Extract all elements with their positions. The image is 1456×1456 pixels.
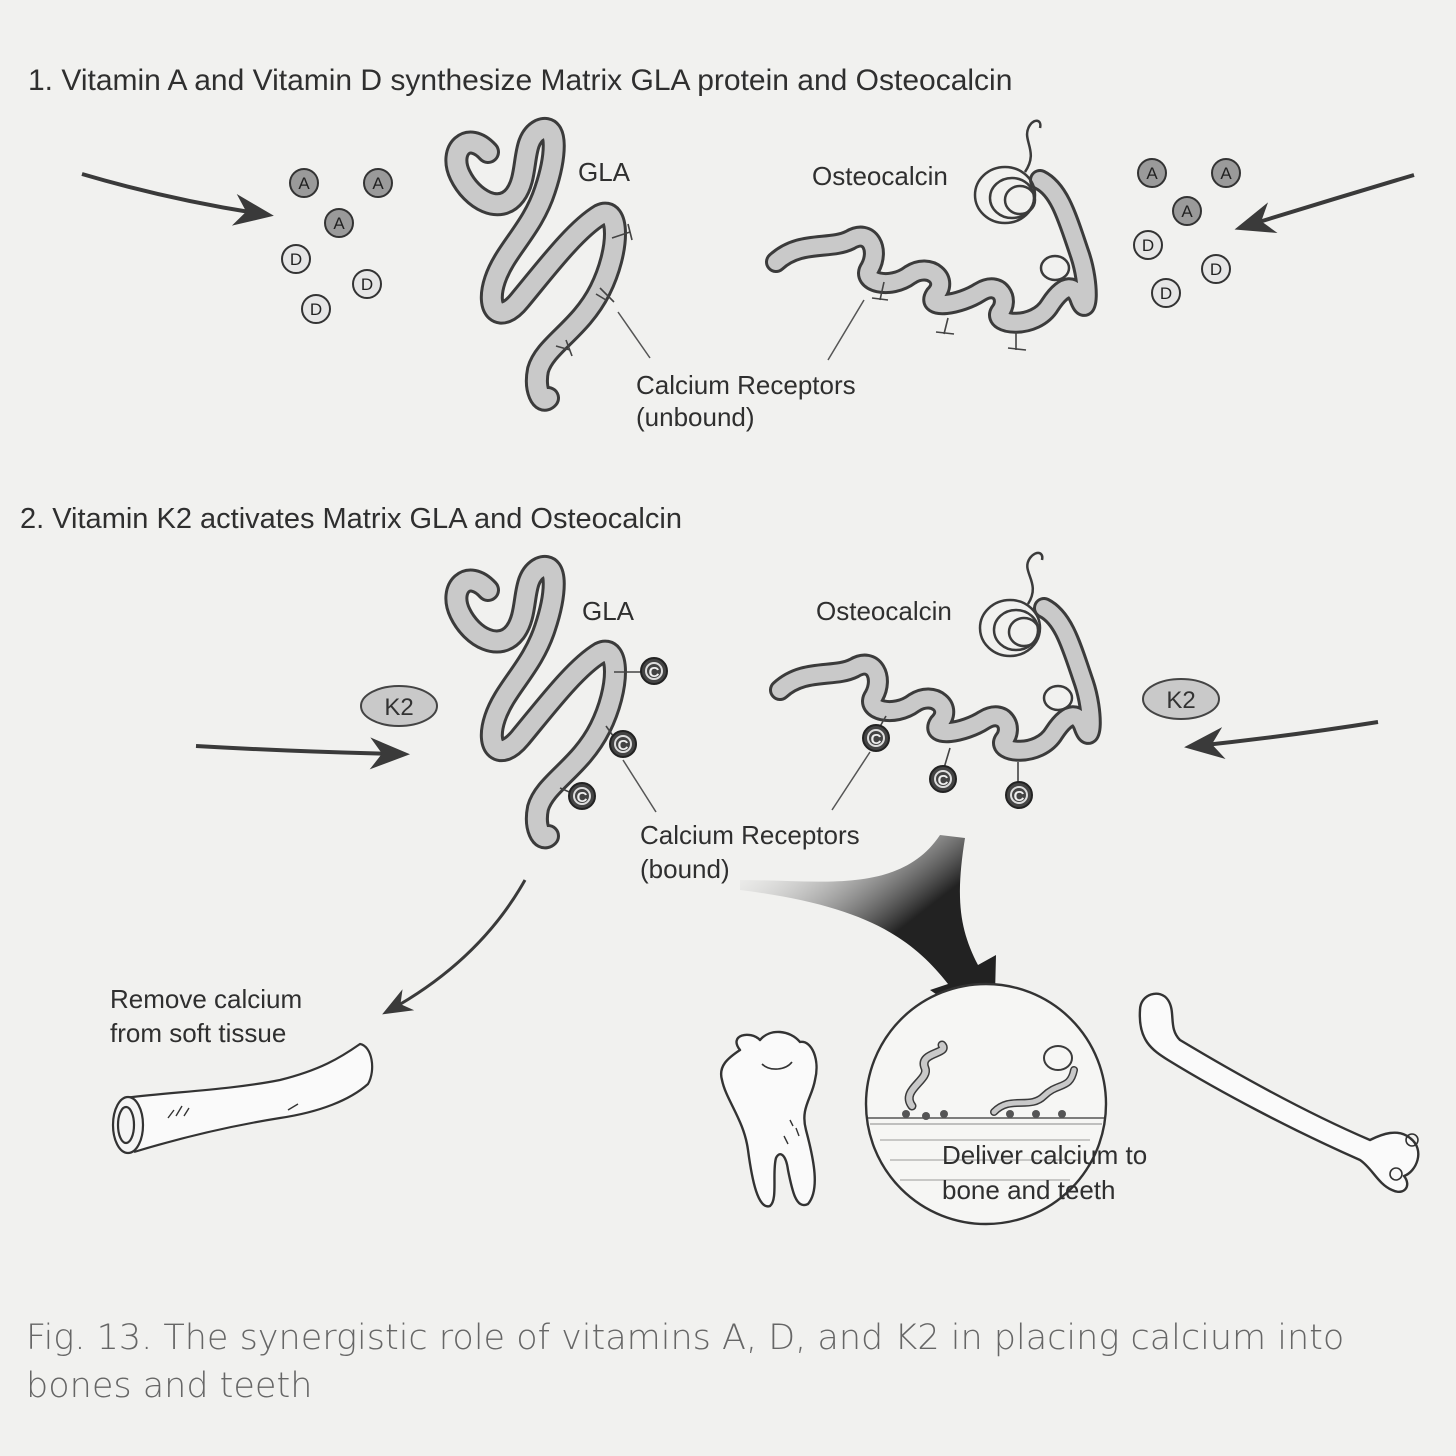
section1-title: 1. Vitamin A and Vitamin D synthesize Ma… [28,64,1013,97]
gla-label-1: GLA [578,157,631,187]
gla-protein-1 [444,117,633,412]
k2-arrow-left [195,737,410,770]
gla-protein-2: C C C [444,555,668,850]
vitamin-a-circle: A [1172,196,1202,226]
bone [1138,992,1420,1193]
k2-badge-left: K2 [360,685,438,727]
remove-calcium-line2: from soft tissue [110,1018,287,1048]
svg-text:A: A [372,174,384,193]
svg-text:D: D [1160,284,1172,303]
blood-vessel [111,1042,374,1155]
svg-text:C: C [1014,788,1025,805]
vitamin-d-circle: D [281,244,311,274]
section2-title: 2. Vitamin K2 activates Matrix GLA and O… [20,503,682,535]
vitamin-a-circle: A [1137,158,1167,188]
svg-text:C: C [871,731,882,748]
deliver-calcium-line2: bone and teeth [942,1175,1116,1205]
svg-text:A: A [1146,164,1158,183]
receptors-label-2-line2: (bound) [640,854,730,884]
input-arrow-left-1 [81,172,274,226]
figure-caption: Fig. 13. The synergistic role of vitamin… [26,1318,1345,1406]
svg-text:C: C [938,772,949,789]
svg-text:D: D [290,250,302,269]
svg-text:C: C [618,737,629,754]
vitamin-a-circle: A [324,208,354,238]
calcium-ion: C [929,765,957,793]
vitamin-a-circle: A [363,168,393,198]
svg-text:D: D [310,300,322,319]
receptors-label-2-line1: Calcium Receptors [640,820,860,850]
calcium-ion: C [862,724,890,752]
vitamin-d-circle: D [1133,230,1163,260]
svg-text:D: D [1210,260,1222,279]
osteocalcin-protein-1 [765,119,1098,351]
svg-text:K2: K2 [384,694,413,721]
deliver-calcium-line1: Deliver calcium to [942,1140,1148,1170]
deliver-arrow [740,835,996,1034]
k2-badge-right: K2 [1142,678,1220,720]
calcium-ion: C [609,730,637,758]
calcium-ion: C [640,657,668,685]
vitamin-cluster-left-1: A A A D D D [281,168,393,324]
svg-text:D: D [1142,236,1154,255]
osteocalcin-label-1: Osteocalcin [812,161,948,191]
vitamin-d-circle: D [1201,254,1231,284]
input-arrow-right-1 [1234,173,1415,234]
remove-arrow [382,879,527,1015]
svg-text:A: A [1220,164,1232,183]
calcium-ion: C [568,782,596,810]
calcium-ion: C [1005,781,1033,809]
vitamin-d-circle: D [352,269,382,299]
receptors-label-1-line1: Calcium Receptors [636,370,856,400]
vitamin-d-circle: D [301,294,331,324]
tooth [719,1030,818,1208]
vitamin-a-circle: A [1211,158,1241,188]
svg-text:C: C [649,664,660,681]
remove-calcium-line1: Remove calcium [110,984,303,1014]
osteocalcin-protein-2: C C C [769,551,1102,809]
vitamin-cluster-right-1: A A A D D D [1133,158,1241,308]
svg-text:D: D [361,275,373,294]
gla-label-2: GLA [582,596,635,626]
svg-text:A: A [333,214,345,233]
magnified-bone-surface [864,982,1108,1226]
svg-text:C: C [577,789,588,806]
vitamin-a-circle: A [289,168,319,198]
vitamin-d-circle: D [1151,278,1181,308]
osteocalcin-label-2: Osteocalcin [816,596,952,626]
svg-text:A: A [1181,202,1193,221]
k2-arrow-right [1184,720,1379,759]
receptors-label-1-line2: (unbound) [636,402,755,432]
svg-text:K2: K2 [1166,687,1195,714]
svg-text:A: A [298,174,310,193]
